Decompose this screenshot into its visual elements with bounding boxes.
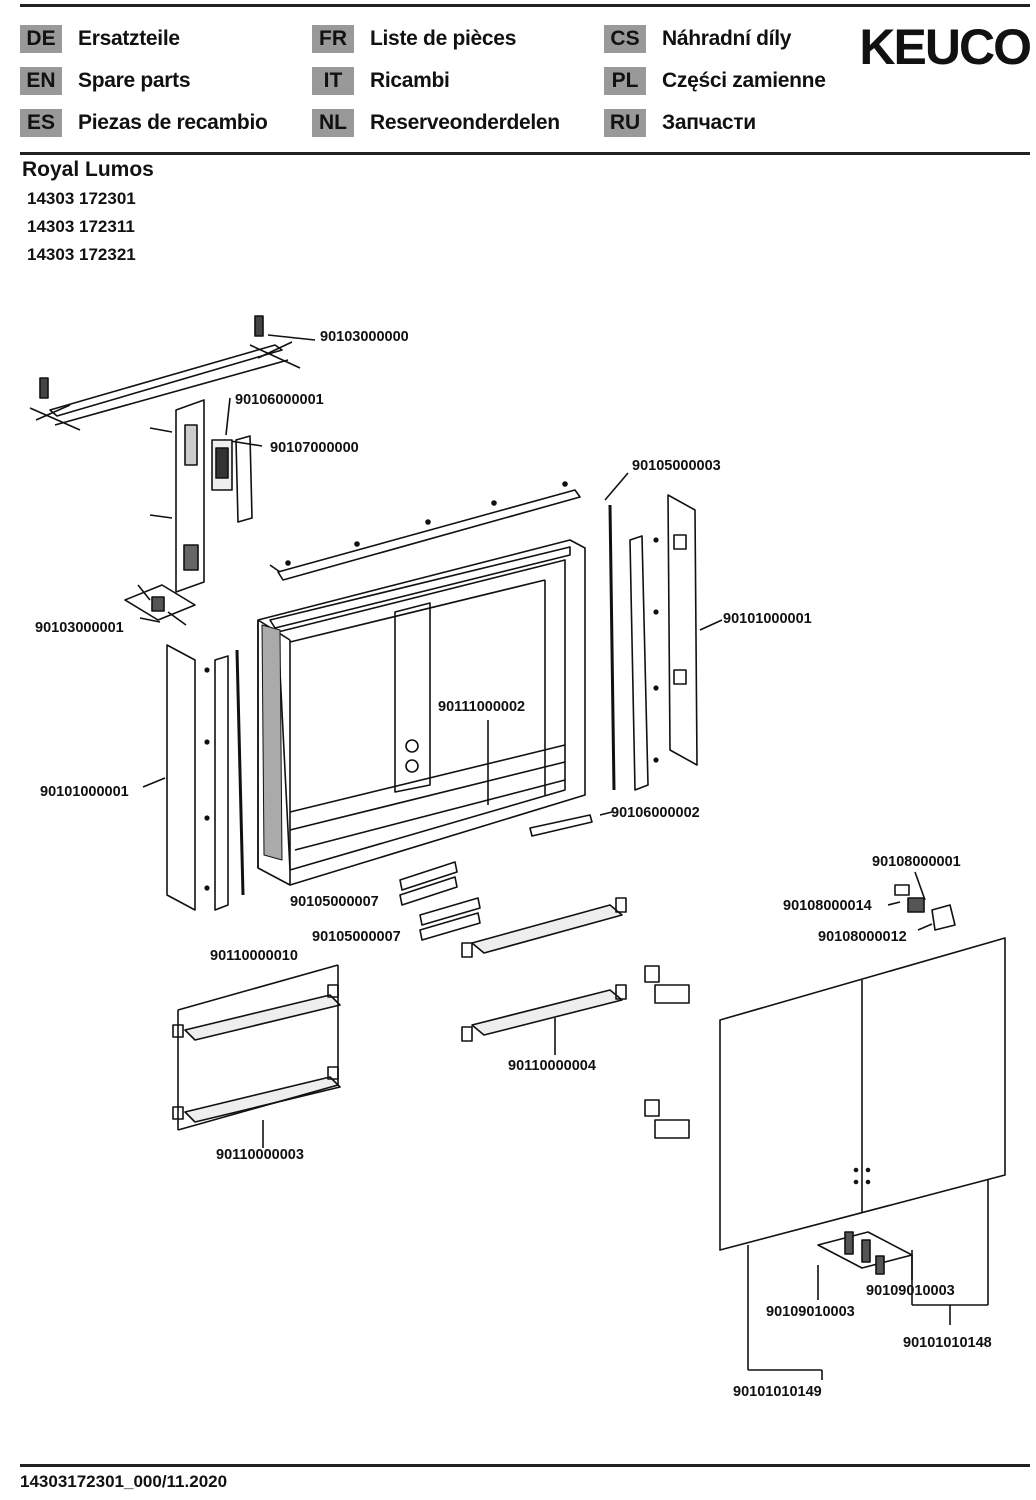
lang-code: RU [604, 109, 646, 137]
part-label: 90109010003 [866, 1283, 955, 1299]
part-label: 90110000004 [508, 1058, 596, 1074]
lang-label: Piezas de recambio [78, 111, 268, 134]
cabinet-body [257, 539, 586, 886]
part-label: 90105000003 [632, 458, 721, 474]
lang-label: Ricambi [370, 69, 450, 92]
lang-label: Запчасти [662, 111, 756, 134]
lang-label: Liste de pièces [370, 27, 517, 50]
lang-label: Náhradní díly [662, 27, 792, 50]
lang-code: DE [20, 25, 62, 53]
language-grid: DE Ersatzteile EN Spare parts ES Piezas … [20, 22, 860, 142]
lang-label: Części zamienne [662, 69, 826, 92]
left-side-panels [142, 644, 245, 911]
part-label: 90101000001 [723, 611, 812, 627]
part-label: 90108000014 [783, 898, 872, 914]
lang-code: IT [312, 67, 354, 95]
part-label: 90110000010 [210, 948, 298, 964]
left-bracket [149, 397, 263, 593]
part-label: 90109010003 [766, 1304, 855, 1320]
double-door [719, 937, 1006, 1380]
lang-row-cs: CS Náhradní díly [604, 24, 791, 54]
shelves-left [172, 964, 341, 1148]
lang-row-fr: FR Liste de pièces [312, 24, 516, 54]
part-label: 90107000000 [270, 440, 359, 456]
lang-code: NL [312, 109, 354, 137]
part-label: 90101010148 [903, 1335, 992, 1351]
lang-row-en: EN Spare parts [20, 66, 191, 96]
hinges [644, 871, 956, 1139]
part-label: 90108000001 [872, 854, 961, 870]
lang-label: Spare parts [78, 69, 191, 92]
lang-code: FR [312, 25, 354, 53]
lang-row-de: DE Ersatzteile [20, 24, 180, 54]
part-label: 90106000002 [611, 805, 700, 821]
lang-code: PL [604, 67, 646, 95]
lang-row-nl: NL Reserveonderdelen [312, 108, 560, 138]
exploded-parts-drawing: 90103000000 90106000001 90107000000 9010… [29, 315, 1006, 1400]
top-hanger-rail [29, 315, 316, 431]
article-number: 14303 172311 [27, 217, 135, 236]
part-label: 90106000001 [235, 392, 324, 408]
lang-code: ES [20, 109, 62, 137]
lang-row-ru: RU Запчасти [604, 108, 756, 138]
part-label: 90101010149 [733, 1384, 822, 1400]
lang-label: Ersatzteile [78, 27, 180, 50]
top-rule [20, 4, 1030, 7]
lang-row-pl: PL Części zamienne [604, 66, 826, 96]
part-label: 90105000007 [312, 929, 401, 945]
keuco-logo: KEUCO [859, 19, 1032, 75]
lang-label: Reserveonderdelen [370, 111, 560, 134]
socket-strip-part [529, 811, 613, 837]
part-label: 90110000003 [216, 1147, 304, 1163]
header-rule [20, 152, 1030, 155]
product-name: Royal Lumos [22, 158, 154, 181]
lang-row-it: IT Ricambi [312, 66, 450, 96]
lang-row-es: ES Piezas de recambio [20, 108, 268, 138]
part-label: 90103000000 [320, 329, 409, 345]
part-label: 90101000001 [40, 784, 129, 800]
part-label: 90111000002 [438, 699, 525, 715]
top-frame-profile [269, 472, 629, 581]
left-hanger-bracket [124, 584, 196, 626]
article-number: 14303 172321 [27, 245, 136, 264]
lang-code: EN [20, 67, 62, 95]
shelves-center [461, 897, 627, 1055]
lang-code: CS [604, 25, 646, 53]
part-label: 90105000007 [290, 894, 379, 910]
right-side-panels [608, 494, 723, 791]
cover-strips [399, 861, 481, 941]
part-label: 90103000001 [35, 620, 124, 636]
part-label: 90108000012 [818, 929, 907, 945]
footer-rule [20, 1464, 1030, 1467]
document-id: 14303172301_000/11.2020 [20, 1472, 228, 1491]
article-number: 14303 172301 [27, 189, 136, 208]
door-hinge-plate [817, 1231, 913, 1300]
